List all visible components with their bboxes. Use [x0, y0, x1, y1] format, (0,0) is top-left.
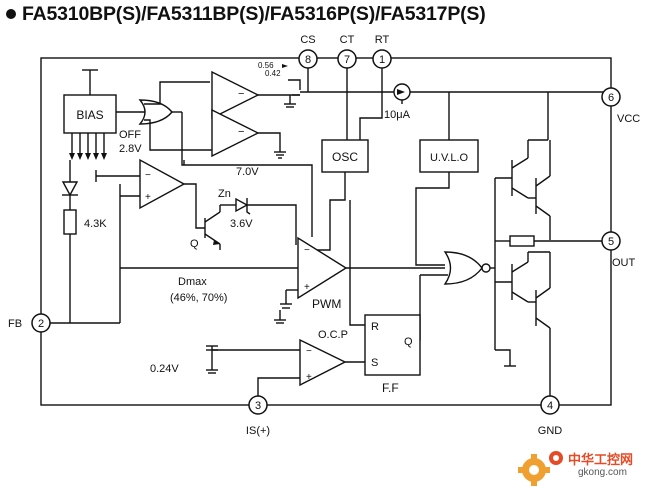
pin-7-name: CT — [340, 34, 355, 46]
transistor-q — [204, 205, 221, 250]
pin-1-number: 1 — [379, 54, 385, 66]
comparator-upper — [211, 70, 260, 120]
off-label: OFF — [119, 129, 141, 141]
pin-3-is — [248, 395, 268, 415]
v042-label: 0.42 — [265, 69, 281, 78]
ocp-label: O.C.P — [318, 329, 348, 341]
pin-4-gnd — [540, 395, 560, 415]
page-title: FA5310BP(S)/FA5311BP(S)/FA5316P(S)/FA531… — [4, 3, 644, 29]
bullet-icon — [6, 8, 16, 19]
zener-diode — [235, 197, 249, 213]
v28-label: 2.8V — [119, 143, 142, 155]
v056-label: 0.56 — [258, 61, 274, 70]
comp-lower-minus: − — [238, 126, 244, 138]
pwm-comparator — [297, 236, 348, 300]
resistor-4k3 — [63, 209, 77, 235]
pin-5-out — [601, 231, 621, 251]
pin-1-name: RT — [375, 34, 390, 46]
title-text: FA5310BP(S)/FA5311BP(S)/FA5316P(S)/FA531… — [22, 3, 486, 25]
pin-6-number: 6 — [608, 92, 614, 104]
pin-3-number: 3 — [255, 400, 261, 412]
osc-label: OSC — [332, 150, 358, 164]
bias-outputs — [69, 133, 107, 160]
fb-comparator — [139, 158, 186, 210]
pwm-plus: + — [304, 282, 310, 293]
pin-6-name: VCC — [617, 113, 640, 125]
uvlo-label: U.V.L.O — [430, 152, 469, 164]
comp-upper-minus: − — [238, 88, 244, 100]
ff-r: R — [371, 321, 379, 333]
nor-gate — [443, 251, 483, 285]
output-transistor-upper — [495, 139, 551, 240]
pwm-label: PWM — [312, 297, 341, 311]
v70-label: 7.0V — [236, 166, 259, 178]
output-transistor-lower — [495, 251, 551, 396]
v36-label: 3.6V — [230, 218, 253, 230]
bias-label: BIAS — [76, 108, 103, 122]
comparator-lower — [211, 108, 260, 158]
pin-8-number: 8 — [305, 54, 311, 66]
pin-2-name: FB — [8, 318, 22, 330]
diode — [61, 181, 79, 197]
watermark-text: 中华工控网 — [568, 453, 634, 468]
fb-comp-minus: − — [145, 170, 151, 181]
dmax-values: (46%, 70%) — [170, 292, 227, 304]
pin-8-cs — [298, 49, 318, 69]
ff-label: F.F — [382, 381, 399, 395]
ff-s: S — [371, 357, 378, 369]
resistor-output — [509, 235, 535, 247]
gear-icon — [518, 451, 563, 486]
ocp-plus: + — [306, 372, 312, 383]
pin-8-name: CS — [300, 34, 315, 46]
pin-5-name: OUT — [612, 257, 636, 269]
v024-label: 0.24V — [150, 363, 179, 375]
ocp-minus: − — [306, 346, 312, 357]
pin-7-number: 7 — [344, 54, 350, 66]
ocp-comparator — [299, 338, 347, 387]
q-label: Q — [190, 238, 199, 250]
zn-label: Zn — [218, 188, 231, 200]
pwm-minus: − — [304, 245, 310, 256]
fb-comp-plus: + — [145, 192, 151, 203]
pin-2-number: 2 — [38, 318, 44, 330]
dmax-label: Dmax — [178, 276, 207, 288]
uvlo-block — [419, 139, 479, 173]
bias-block — [63, 94, 117, 134]
i10ua-label: 10μA — [384, 109, 411, 121]
watermark-logo — [518, 451, 563, 486]
watermark-url: gkong.com — [578, 467, 627, 478]
ff-q: Q — [404, 336, 413, 348]
ff-block — [364, 314, 421, 376]
pin-6-vcc — [601, 87, 621, 107]
pin-3-name: IS(+) — [246, 425, 270, 437]
pin-5-number: 5 — [608, 236, 614, 248]
r43k-label: 4.3K — [84, 218, 107, 230]
pin-4-number: 4 — [547, 400, 553, 412]
pin-4-name: GND — [538, 425, 563, 437]
